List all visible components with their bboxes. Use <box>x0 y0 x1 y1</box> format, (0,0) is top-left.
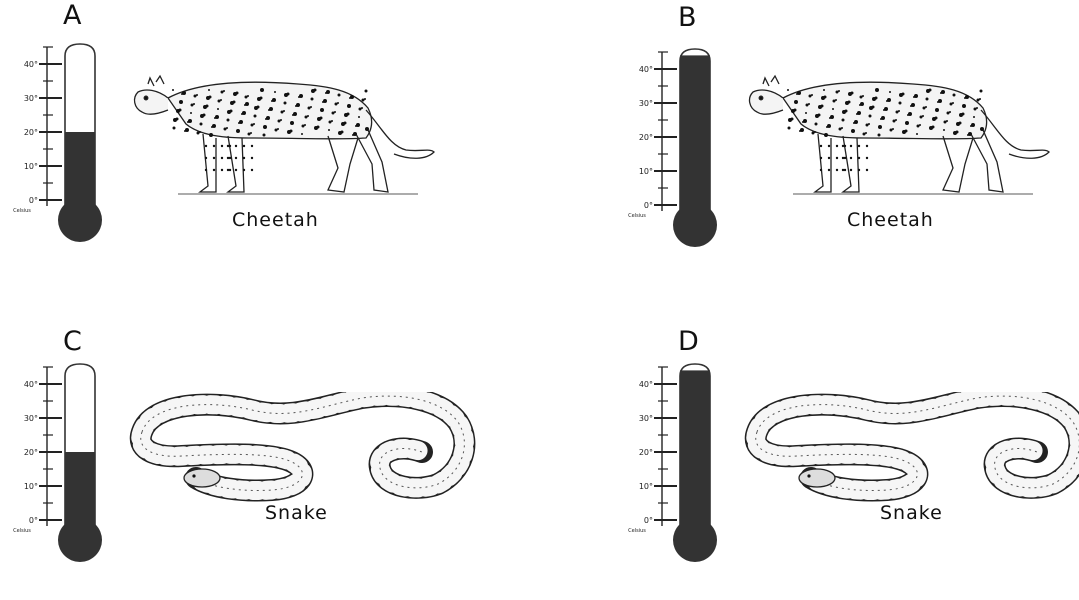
panel-letter: B <box>678 2 697 33</box>
panel-letter: A <box>63 0 81 31</box>
tick-label: 0° <box>644 516 653 525</box>
tick-label: 10° <box>24 162 38 171</box>
tick-label: 10° <box>639 167 653 176</box>
animal-label: Cheetah <box>847 209 934 231</box>
tick-label: 20° <box>639 133 653 142</box>
snake-icon <box>737 392 1079 502</box>
thermometer-fill <box>680 55 710 225</box>
tick-label: 20° <box>24 128 38 137</box>
tick-label: 40° <box>24 380 38 389</box>
thermometer: 0° 10° 20° 30° 40° Celsius <box>615 45 725 285</box>
tick-label: 40° <box>639 65 653 74</box>
unit-label: Celsius <box>628 213 646 219</box>
tick-label: 30° <box>24 414 38 423</box>
panel-d: D 0° 10° 20° 30° 40° Celsius Snake <box>615 320 1079 590</box>
tick-label: 0° <box>29 516 38 525</box>
unit-label: Celsius <box>13 528 31 534</box>
tick-label: 40° <box>639 380 653 389</box>
thermometer: 0° 10° 20° 30° 40° Celsius <box>615 360 725 600</box>
animal-label: Cheetah <box>232 209 319 231</box>
thermometer-fill <box>65 452 95 540</box>
tick-label: 40° <box>24 60 38 69</box>
animal-label: Snake <box>880 502 943 524</box>
panel-letter: D <box>678 326 699 357</box>
thermometer: 0° 10° 20° 30° 40° Celsius <box>0 360 110 600</box>
tick-label: 30° <box>639 99 653 108</box>
tick-label: 10° <box>24 482 38 491</box>
thermometer: 0° 10° 20° 30° 40° Celsius <box>0 40 110 280</box>
tick-label: 30° <box>639 414 653 423</box>
tick-label: 20° <box>24 448 38 457</box>
panel-a: A 0° 10° 20° 30° 40° Celsius Cheetah <box>0 0 520 270</box>
tick-label: 20° <box>639 448 653 457</box>
unit-label: Celsius <box>628 528 646 534</box>
panel-b: B 0° 10° 20° 30° 40° Celsius Cheetah <box>615 0 1079 270</box>
tick-label: 30° <box>24 94 38 103</box>
animal-label: Snake <box>265 502 328 524</box>
snake-icon <box>122 392 482 502</box>
cheetah-icon <box>743 68 1053 208</box>
panel-letter: C <box>63 326 82 357</box>
thermometer-fill <box>680 370 710 540</box>
thermometer-fill <box>65 132 95 220</box>
unit-label: Celsius <box>13 208 31 214</box>
panel-c: C 0° 10° 20° 30° 40° Celsius Snake <box>0 320 520 590</box>
tick-label: 0° <box>29 196 38 205</box>
cheetah-icon <box>128 68 438 208</box>
tick-label: 10° <box>639 482 653 491</box>
tick-label: 0° <box>644 201 653 210</box>
